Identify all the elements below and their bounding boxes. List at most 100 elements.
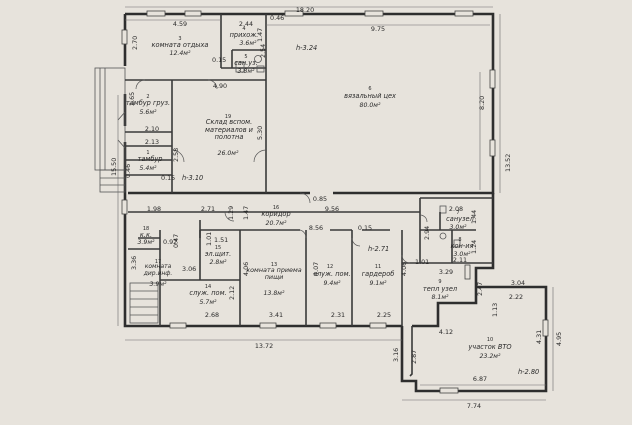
dim-v2-54: 2.54 — [259, 44, 267, 58]
room-16-name: коридор — [261, 210, 290, 218]
dim-h015b: 0.15 — [358, 224, 372, 232]
room-12-num: 12 — [327, 264, 333, 270]
room-3-num: 3 — [178, 36, 181, 42]
dim-v407: 4.07 — [312, 262, 320, 276]
room-13-num: 13 — [271, 262, 277, 268]
room-18-name: к.к. — [140, 231, 152, 239]
dim-h271: 2.71 — [201, 205, 215, 213]
height-label-1: h-3.24 — [296, 44, 317, 52]
dim-h231: 2.31 — [331, 311, 345, 319]
windows — [121, 10, 549, 394]
room-8-num: 8 — [458, 237, 461, 243]
room-16-num: 16 — [273, 205, 279, 211]
dim-v495: 4.95 — [555, 332, 563, 346]
room-12-area: 9.4м² — [324, 280, 342, 287]
dimension-lines — [117, 6, 554, 401]
dim-top-left: 4.59 — [173, 20, 187, 28]
room-1-name: тамбур — [137, 155, 162, 163]
dim-v306: 3.06 — [182, 265, 196, 273]
interior-walls-bottom — [128, 197, 493, 326]
dim-h490: 4.90 — [213, 82, 227, 90]
room-19-area: 26.0м² — [218, 150, 239, 157]
room-4-area: 3.6м² — [240, 40, 258, 47]
sanitary-fixtures — [235, 55, 461, 248]
room-2-num: 2 — [146, 94, 149, 100]
dim-h198: 1.98 — [147, 205, 161, 213]
dim-h1372: 13.72 — [255, 342, 273, 350]
room-13-area: 13.8м² — [264, 290, 285, 297]
room-12-name: служ. пом. — [313, 270, 350, 278]
dim-h412: 4.12 — [439, 328, 453, 336]
room-15-area: 2.8м² — [210, 259, 228, 266]
dim-h222: 2.22 — [509, 293, 523, 301]
room-13-name: комната приема пищи — [246, 267, 302, 282]
room-1-num: 1 — [146, 150, 149, 156]
dim-v1352: 13.52 — [504, 154, 512, 172]
room-14-area: 5.7м² — [200, 299, 218, 306]
room-17-num: 17 — [155, 259, 161, 265]
dim-v046: 0.46 — [124, 164, 132, 178]
dim-h015: 0.15 — [161, 174, 175, 182]
dim-h956: 9.56 — [325, 205, 339, 213]
room-4-num: 4 — [242, 26, 245, 32]
height-label-3: h-2.71 — [368, 245, 389, 253]
dim-top-total: 18.20 — [296, 6, 314, 14]
room-18-area: 3.9м² — [138, 239, 156, 246]
dim-h092: 0.92 — [163, 238, 177, 246]
room-14-num: 14 — [205, 284, 211, 290]
room-17-name-box: комната дир.инф. — [144, 264, 173, 277]
dim-v820: 8.20 — [478, 96, 486, 110]
dim-h225: 2.25 — [377, 311, 391, 319]
room-6-num: 6 — [368, 86, 371, 92]
room-4-name: прихож. — [230, 31, 259, 39]
dim-v530: 5.30 — [256, 126, 264, 140]
dim-top-mid: 2.44 — [239, 20, 253, 28]
dim-v316: 3.16 — [392, 348, 400, 362]
room-5-num: 5 — [244, 54, 247, 60]
room-19-name-box: Склад вспом. материалов и полотна — [205, 119, 253, 141]
room-11-num: 11 — [375, 264, 381, 270]
dim-h268: 2.68 — [205, 311, 219, 319]
room-9-area: 8.1м² — [432, 294, 450, 301]
dim-v113: 1.13 — [491, 303, 499, 317]
room-19-name: Склад вспом. материалов и полотна — [205, 119, 253, 141]
dim-v270: 2.70 — [131, 36, 139, 50]
room-6-name: вязальный цех — [344, 92, 396, 100]
room-15-num: 15 — [215, 245, 221, 251]
dim-h213: 2.13 — [145, 138, 159, 146]
dim-v015: 0.15 — [212, 56, 226, 64]
room-13-name-box: комната приема пищи — [246, 267, 302, 282]
room-18-num: 18 — [143, 226, 149, 232]
room-2-name: тамбур груз. — [126, 99, 170, 107]
room-10-area: 23.2м² — [480, 353, 501, 360]
dim-v047: 0.47 — [172, 234, 180, 248]
height-label-2: h-3.10 — [182, 174, 203, 182]
dim-v431: 4.31 — [535, 330, 543, 344]
room-2-area: 5.6м² — [140, 109, 158, 116]
dim-h687: 6.87 — [473, 375, 487, 383]
dim-v124: 1.24 — [470, 240, 478, 254]
dim-v1550: 15.50 — [110, 158, 118, 176]
dim-v258: 2.58 — [172, 148, 180, 162]
dim-h210: 2.10 — [145, 125, 159, 133]
room-8-area: 3.0м² — [454, 251, 472, 258]
staircase — [129, 282, 159, 324]
dim-v406: 4.06 — [242, 262, 250, 276]
room-6-area: 80.0м² — [360, 102, 381, 109]
room-14-name: служ. пом. — [189, 289, 226, 297]
dim-h208: 2.08 — [449, 205, 463, 213]
dim-v265: 2.65 — [128, 92, 136, 106]
room-8-name: кон-ия — [451, 242, 474, 250]
room-17-area: 3.9м² — [150, 281, 168, 288]
dim-h304: 3.04 — [511, 279, 525, 287]
dim-v147b: 1.47 — [242, 206, 250, 220]
dim-h341: 3.41 — [269, 311, 283, 319]
dim-v144: 1.44 — [470, 210, 478, 224]
room-9-name: тепл узел — [423, 285, 458, 293]
room-7-area: 3.0м² — [450, 224, 468, 231]
room-7-name: санузел — [446, 215, 474, 223]
dim-h085: 0.85 — [313, 195, 327, 203]
entry-steps — [94, 67, 126, 193]
room-3-area: 12.4м² — [170, 50, 191, 57]
room-10-num: 10 — [487, 337, 493, 343]
